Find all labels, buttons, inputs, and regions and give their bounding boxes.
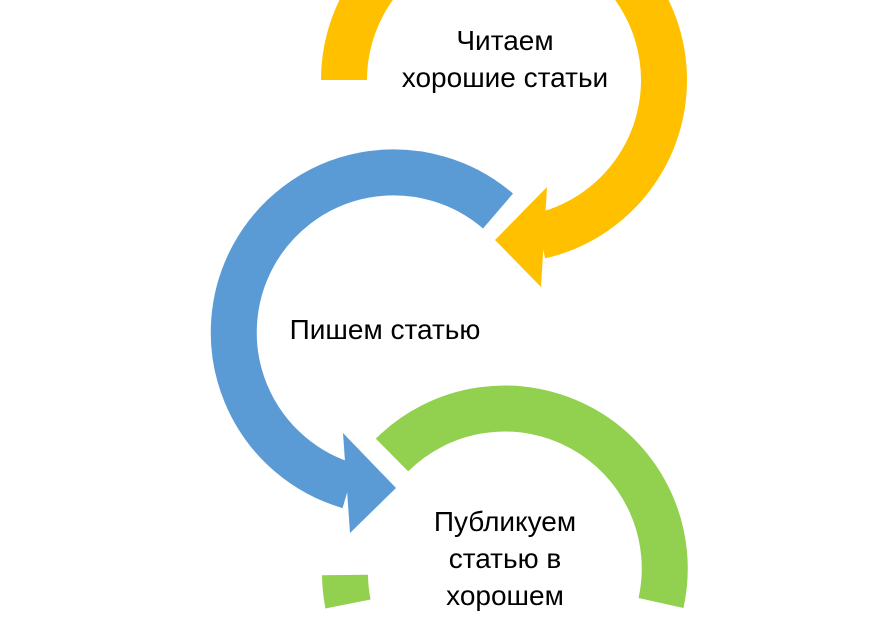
step-1-line-2: хорошие статьи (401, 62, 609, 93)
blue-arrowhead (343, 433, 396, 533)
step-2-label: Пишем статью (235, 311, 535, 348)
blue-arrow-arc (210, 149, 513, 509)
step-3-label: Публикуем статью в хорошем (355, 503, 655, 614)
green-arrow-arc (375, 385, 688, 608)
step-3-line-3: хорошем (446, 580, 564, 611)
step-3-line-2: статью в (448, 543, 562, 574)
green-arrow-arc-left (322, 574, 371, 609)
yellow-arrow-arc (321, 0, 687, 259)
yellow-arrowhead (495, 187, 547, 287)
step-2-line-1: Пишем статью (289, 314, 481, 345)
step-3-line-1: Публикуем (433, 506, 577, 537)
step-1-line-1: Читаем (456, 25, 554, 56)
step-1-label: Читаем хорошие статьи (355, 22, 655, 96)
